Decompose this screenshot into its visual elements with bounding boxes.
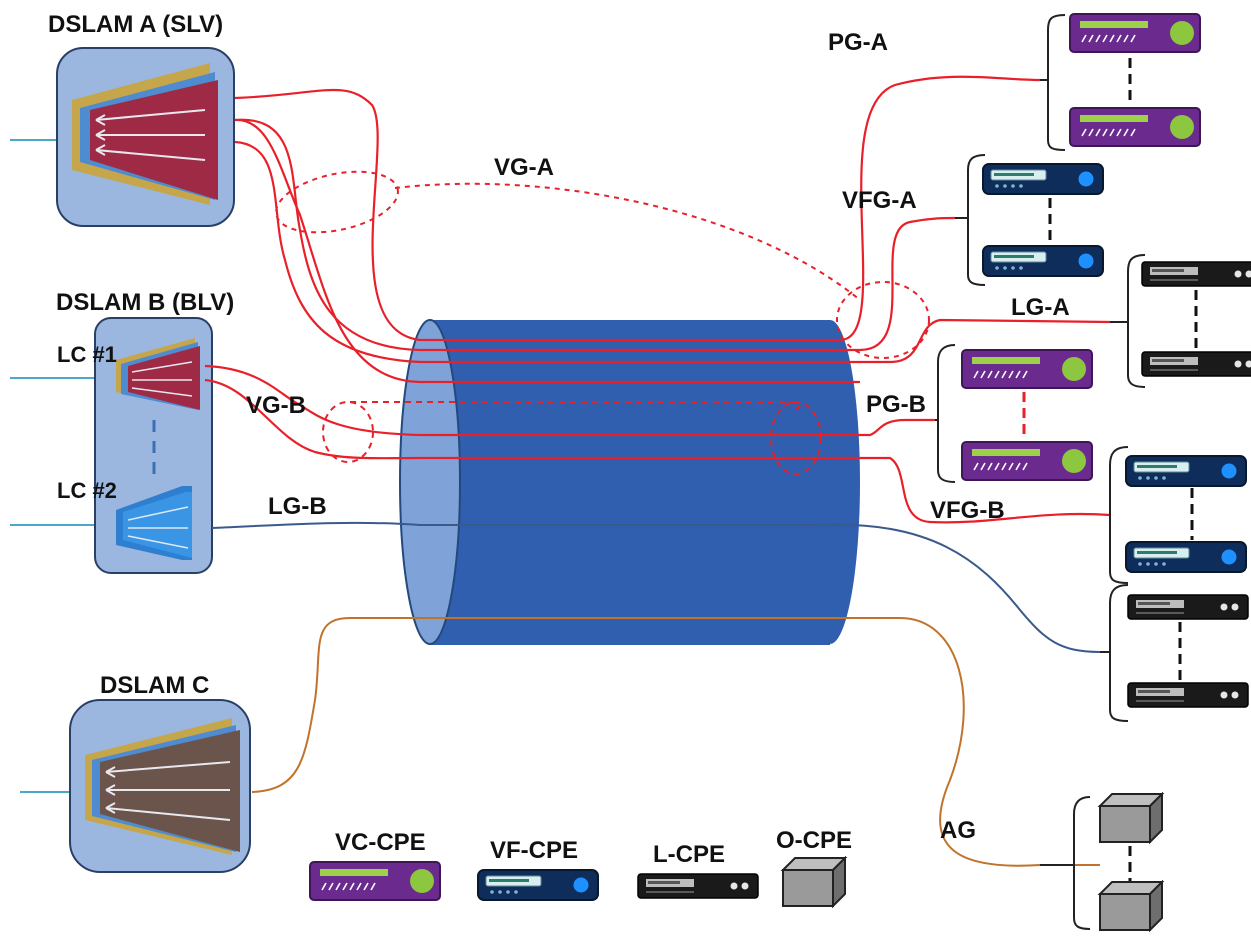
dslam-b [10, 317, 213, 574]
vfg-a-device-group [955, 154, 1104, 286]
l-cpe-label: L-CPE [653, 841, 725, 868]
vf-cpe-icon [477, 869, 599, 901]
line-card-1 [116, 338, 200, 410]
pg-a-device-group [1040, 13, 1201, 151]
cable-binder [399, 319, 860, 645]
pg-b-device-group [935, 344, 1093, 483]
legend [309, 857, 846, 907]
line-card-2 [116, 486, 192, 560]
vfg-b-label: VFG-B [930, 497, 1005, 524]
lg-b-wire [211, 521, 1101, 653]
dslam-a [10, 47, 235, 227]
lg-a-device-group [1110, 254, 1251, 388]
pg-b-label: PG-B [866, 391, 926, 418]
ag-wire [251, 617, 1100, 867]
lg-b-device-group [1100, 584, 1249, 722]
dslam-c-label: DSLAM C [100, 672, 209, 699]
o-cpe-label: O-CPE [776, 827, 852, 854]
lc2-label: LC #2 [57, 478, 117, 503]
vf-cpe-label: VF-CPE [490, 837, 578, 864]
ag-device-group [1040, 793, 1163, 931]
vc-cpe-label: VC-CPE [335, 829, 426, 856]
lc1-label: LC #1 [57, 342, 117, 367]
dslam-b-label: DSLAM B (BLV) [56, 289, 234, 316]
l-cpe-icon [637, 873, 759, 899]
vg-a-label: VG-A [494, 154, 554, 181]
lg-b-label: LG-B [268, 493, 327, 520]
dslam-a-label: DSLAM A (SLV) [48, 11, 223, 38]
o-cpe-icon [782, 857, 846, 907]
lg-a-label: LG-A [1011, 294, 1070, 321]
vg-b-group [322, 401, 822, 475]
vg-b-label: VG-B [246, 392, 306, 419]
pg-a-label: PG-A [828, 29, 888, 56]
ag-label: AG [940, 817, 976, 844]
vg-a-group [275, 170, 930, 359]
dslam-c [20, 699, 251, 873]
vfg-a-label: VFG-A [842, 187, 917, 214]
vfg-b-device-group [1109, 446, 1247, 584]
vc-cpe-icon [309, 861, 441, 901]
